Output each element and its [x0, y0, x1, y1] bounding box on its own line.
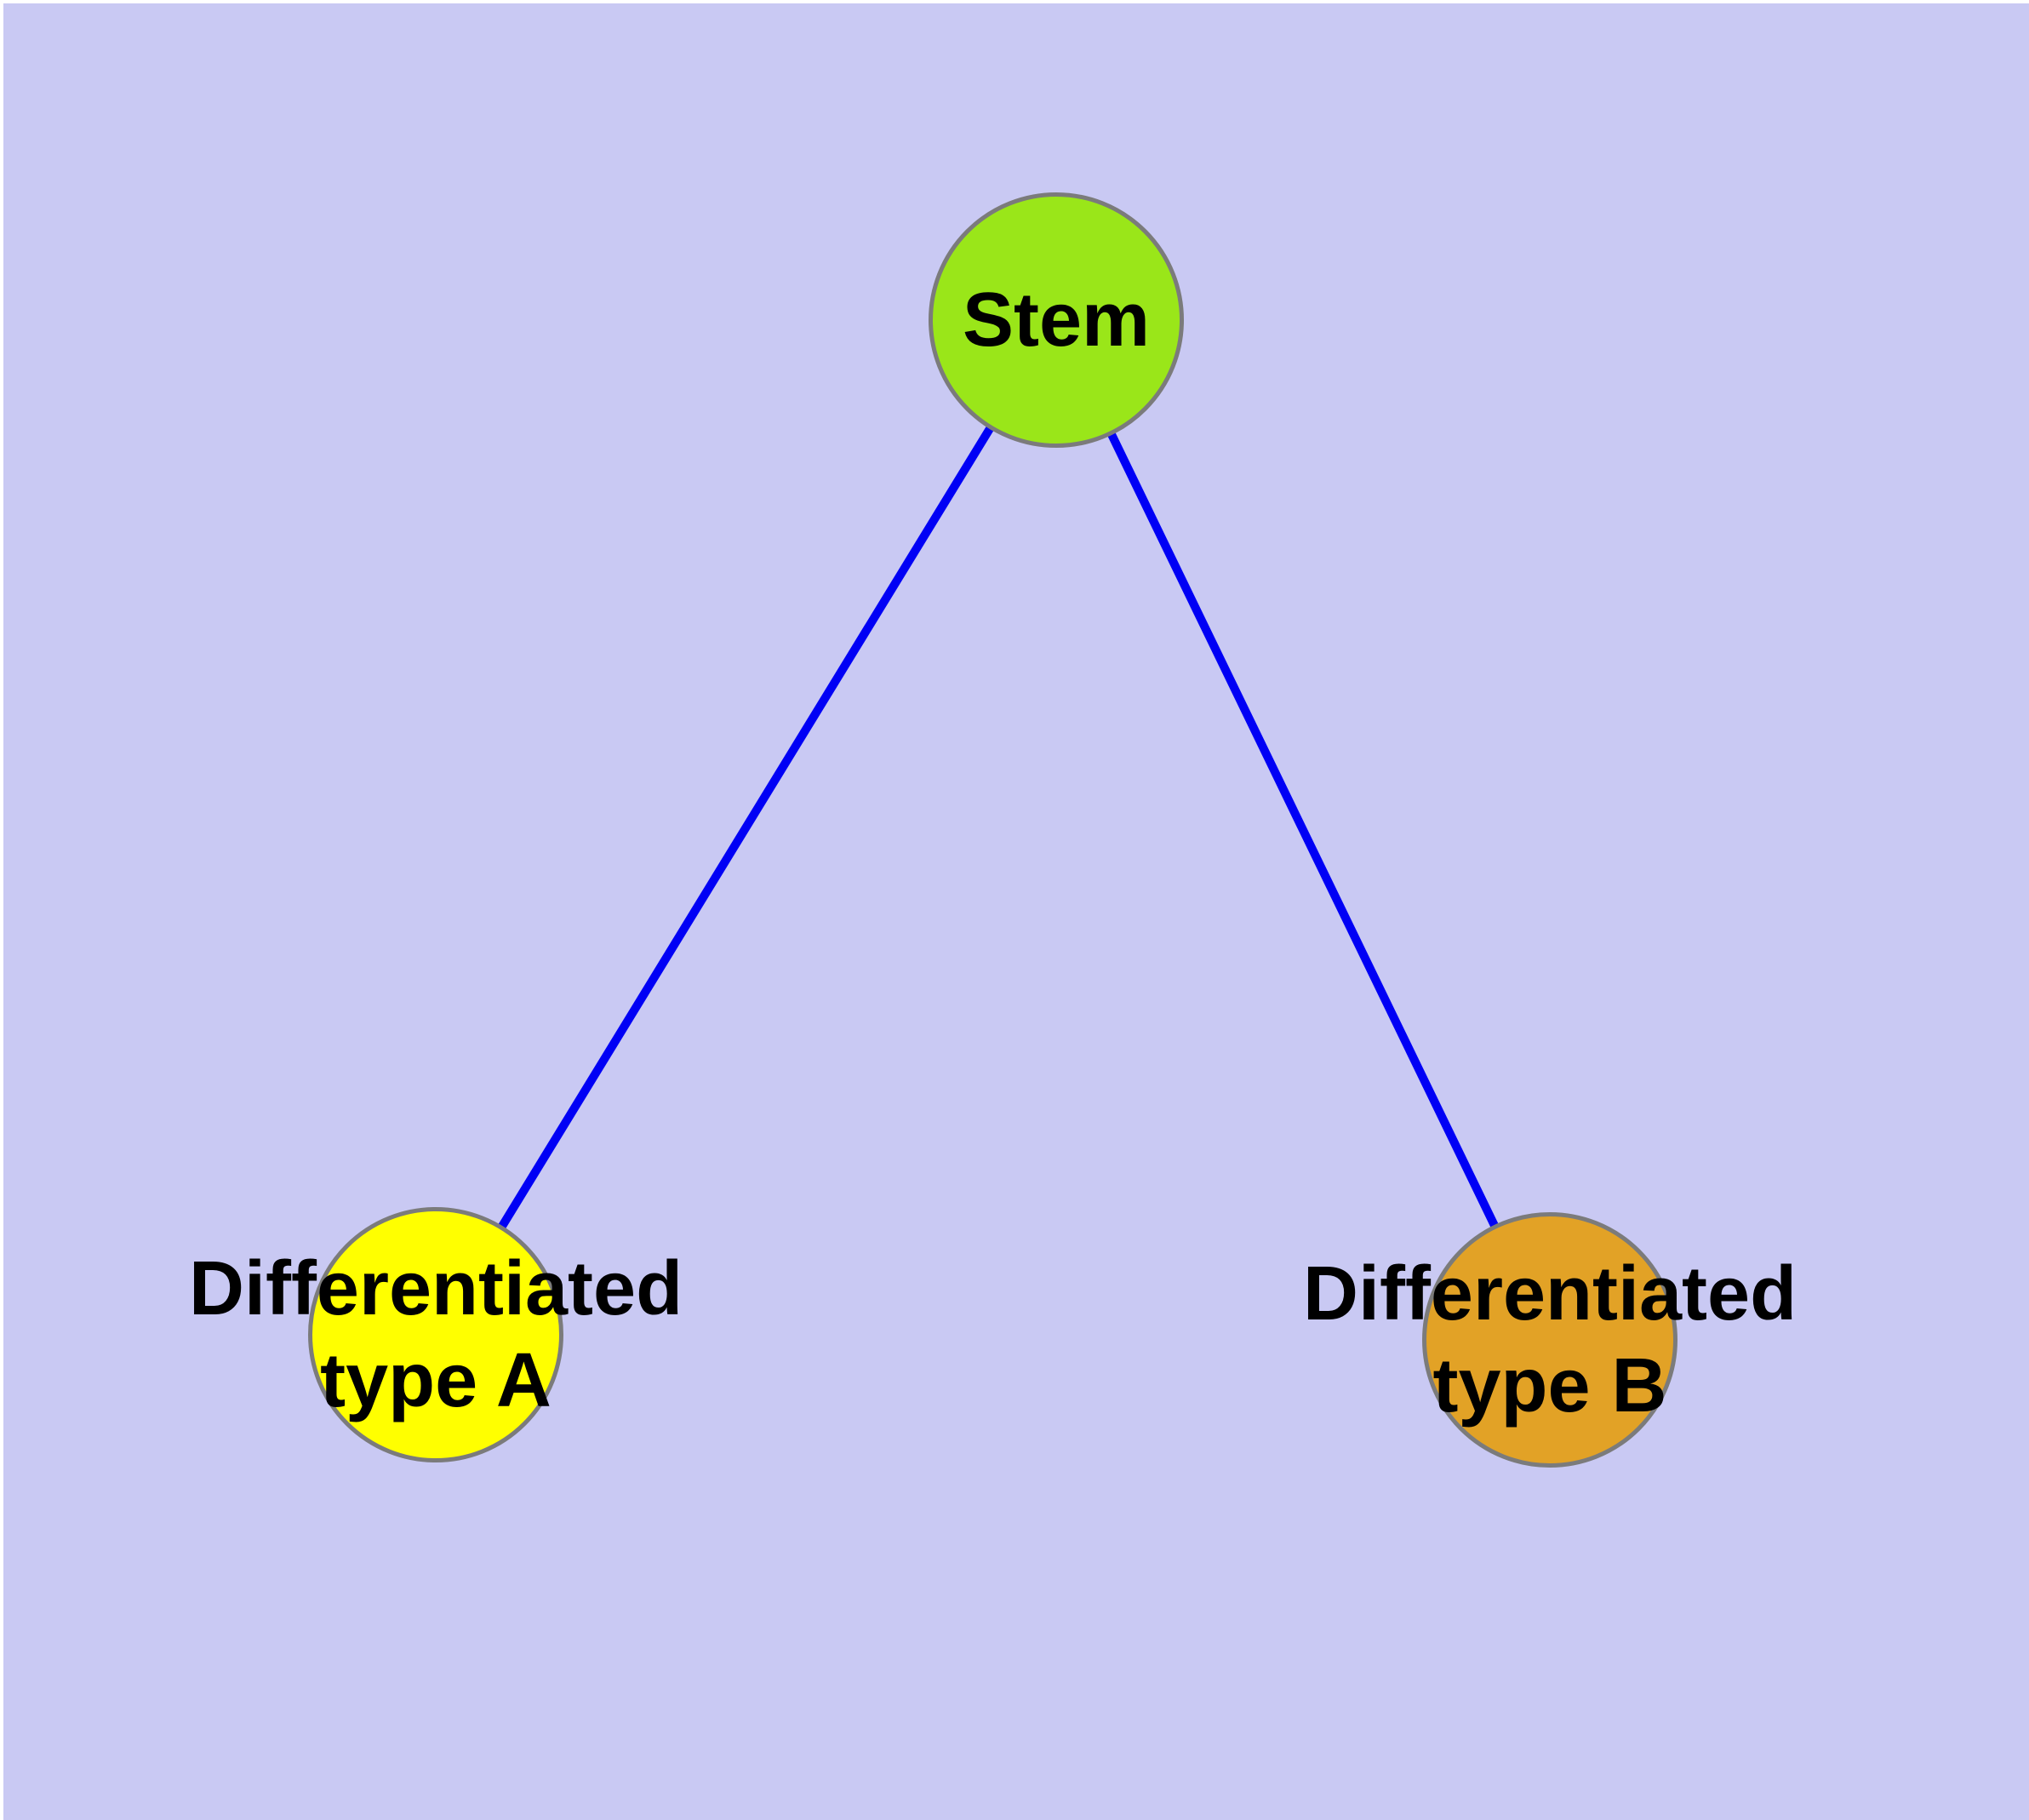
node-stem-label: Stem — [962, 278, 1151, 363]
edge-stem-to-type-a — [432, 318, 1060, 1337]
node-differentiated-type-b: Differentiated type B — [1303, 1212, 1797, 1468]
node-differentiated-type-a: Differentiated type A — [189, 1207, 683, 1462]
diagram-canvas: Stem Differentiated type A Differentiate… — [3, 3, 2029, 1820]
node-stem: Stem — [929, 192, 1184, 448]
edge-stem-to-type-b — [1052, 318, 1554, 1342]
edges-layer — [432, 318, 1554, 1342]
